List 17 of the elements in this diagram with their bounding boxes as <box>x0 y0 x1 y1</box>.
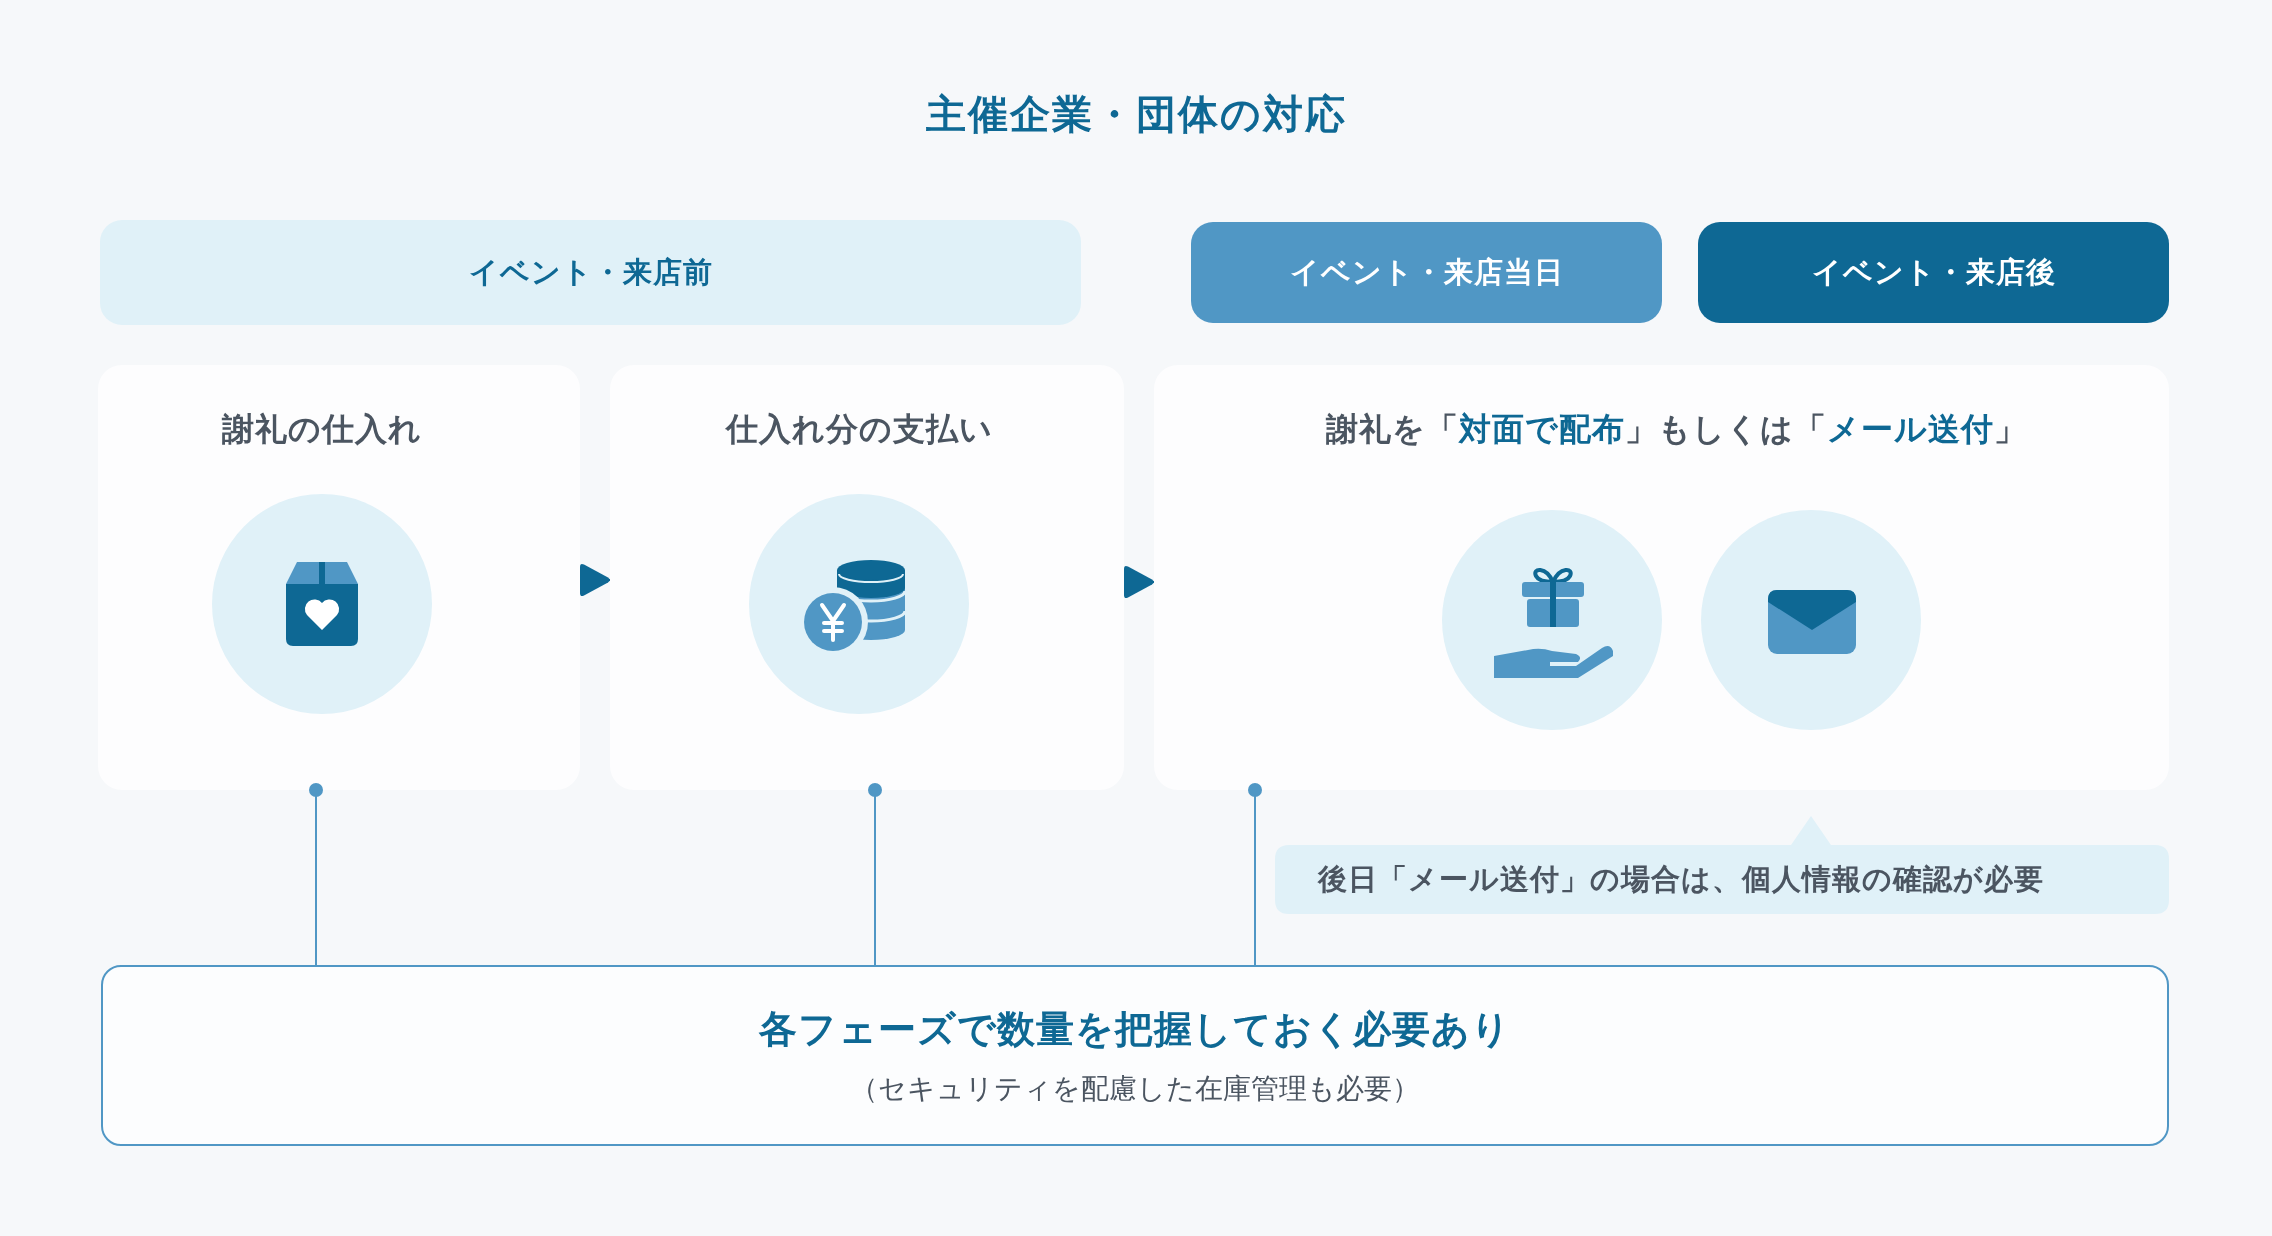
step-card <box>610 365 1124 790</box>
connector-line <box>309 783 323 966</box>
connector-line <box>868 783 882 966</box>
phase-header: イベント・来店後 <box>1698 222 2169 323</box>
step-card <box>98 365 580 790</box>
phase-header: イベント・来店当日 <box>1191 222 1662 323</box>
connector-line <box>1248 783 1262 966</box>
summary-note: （セキュリティを配慮した在庫管理も必要） <box>850 1070 1420 1107</box>
step-heading: 謝礼の仕入れ <box>222 409 422 450</box>
diagram-title: 主催企業・団体の対応 <box>925 89 1347 139</box>
phase-header: イベント・来店前 <box>100 220 1081 325</box>
note-text: 後日「メール送付」の場合は、個人情報の確認が必要 <box>1318 860 2044 898</box>
step-heading: 仕入れ分の支払い <box>725 409 993 450</box>
step-card <box>1154 365 2169 790</box>
step-heading: 謝礼を「対面で配布」もしくは「メール送付」 <box>1325 409 2027 450</box>
summary-box <box>101 965 2169 1146</box>
summary-heading: 各フェーズで数量を把握しておく必要あり <box>759 1005 1511 1053</box>
